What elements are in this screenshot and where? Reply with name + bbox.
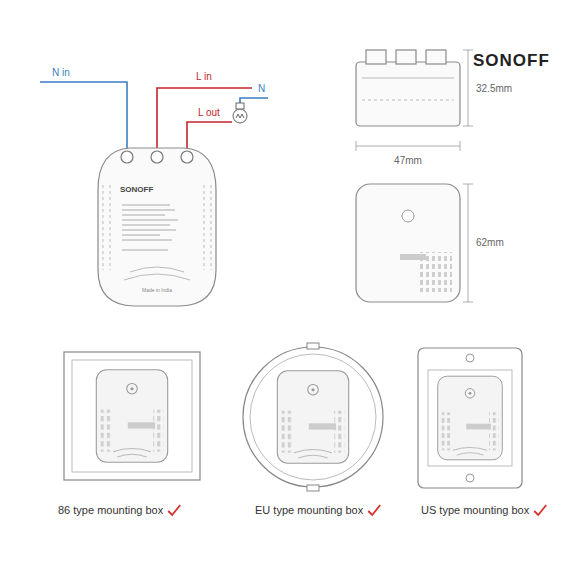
wire-label: L out (198, 108, 220, 118)
device-text: Made in India (142, 288, 172, 293)
dimension: 32.5mm (476, 84, 512, 94)
caption: 86 type mounting box (58, 505, 163, 516)
caption: EU type mounting box (255, 505, 363, 516)
check-mark (534, 505, 546, 515)
check-mark (168, 505, 180, 515)
dimension: 47mm (394, 156, 422, 166)
check-mark (368, 505, 380, 515)
device-logo: SONOFF (120, 186, 153, 194)
wire-label: N (258, 84, 265, 94)
wire-label: L in (196, 72, 212, 82)
wire-label: N in (52, 68, 70, 78)
brand-logo: SONOFF (473, 52, 550, 69)
dimension: 62mm (476, 238, 504, 248)
caption: US type mounting box (421, 505, 529, 516)
